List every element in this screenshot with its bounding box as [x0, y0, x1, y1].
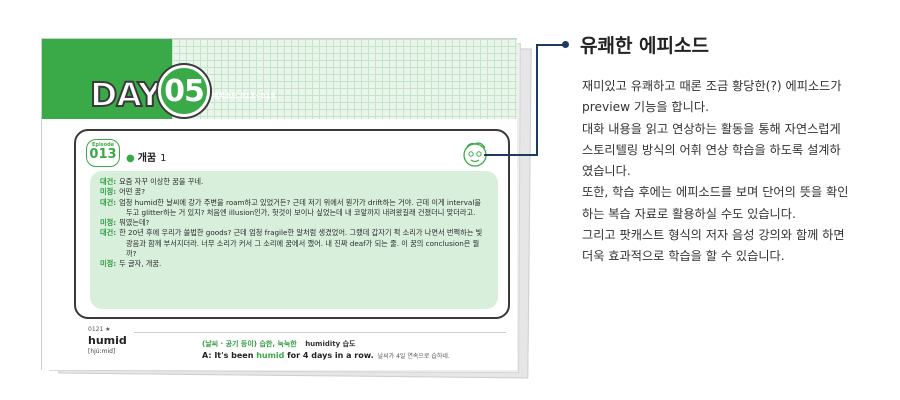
episode-badge-number: 013 [89, 147, 117, 162]
description-line: 스토리텔링 방식의 어휘 연상 학습을 하도록 설계하 [582, 142, 841, 157]
entry-meaning-text: (날씨 · 공기 등이) 습한, 눅눅한 [202, 340, 297, 348]
description-line: 하는 복습 자료로 활용하실 수도 있습니다. [582, 206, 796, 221]
description-line: 더욱 효과적으로 학습을 할 수 있습니다. [582, 249, 785, 264]
day-label: DAY [89, 74, 163, 115]
description-line: preview 기능을 합니다. [582, 100, 709, 115]
dialog-line: 대건:요즘 자꾸 이상한 꿈을 꾸네. [100, 177, 204, 186]
face-doodle-icon [463, 142, 487, 167]
episode-range: 에피소드 013~015 [212, 92, 276, 100]
dialog-line: 대건:한 20년 후에 우리가 쓸법한 goods? 근데 엄청 fragile… [100, 228, 483, 259]
dialog-line: 미정:어떤 꿈? [100, 187, 146, 197]
dialog-box: 대건:요즘 자꾸 이상한 꿈을 꾸네. 미정:어떤 꿈? 대건:엄청 humid… [90, 171, 498, 309]
header-grid-band [172, 39, 517, 119]
header-green-band [42, 39, 172, 119]
description-line: 였습니다. [582, 164, 631, 179]
connector-horizontal-bottom [484, 154, 538, 156]
dialog-line: 미정:두 글자, 개꿈. [100, 259, 162, 269]
entry-pronunciation: [hjúːmid] [88, 348, 116, 355]
dialog-line: 미정:뭐였는데? [100, 218, 150, 228]
entry-example: A: It's been humid for 4 days in a row.날… [202, 351, 450, 360]
entry-related: humidity 습도 [305, 340, 356, 348]
dialog-line: 대건:엄청 humid한 날씨에 강가 주변을 roam하고 있었거든? 근데 … [100, 197, 481, 217]
entry-divider [134, 332, 506, 333]
day-number: 05 [164, 73, 205, 109]
description-title: 유쾌한 에피소드 [580, 35, 709, 57]
day-number-circle: 05 [158, 65, 210, 117]
entry-word: humid [88, 334, 127, 347]
episode-heading-text: 개꿈 [137, 153, 157, 164]
description-line: 또한, 학습 후에는 에피소드를 보며 단어의 뜻을 확인 [582, 185, 849, 200]
bullet-dot-icon: ● [126, 153, 135, 164]
description-body: 재미있고 유쾌하고 때론 조금 황당한(?) 에피소드가 preview 기능을… [582, 76, 882, 268]
description-line: 대화 내용을 읽고 연상하는 활동을 통해 자연스럽게 [582, 121, 841, 136]
entry-index: 0121 ★ [88, 326, 111, 333]
description-line: 재미있고 유쾌하고 때론 조금 황당한(?) 에피소드가 [582, 79, 842, 93]
bullet-dot-icon [562, 41, 569, 48]
episode-badge: Episode 013 [86, 139, 120, 167]
connector-horizontal-top [536, 44, 564, 46]
episode-badge-label: Episode [91, 142, 115, 148]
description-line: 그리고 팟캐스트 형식의 저자 음성 강의와 함께 하면 [582, 228, 845, 243]
entry-meaning: (날씨 · 공기 등이) 습한, 눅눅한 humidity 습도 [202, 339, 355, 349]
connector-vertical [536, 44, 538, 156]
episode-heading-number: 1 [160, 153, 167, 164]
